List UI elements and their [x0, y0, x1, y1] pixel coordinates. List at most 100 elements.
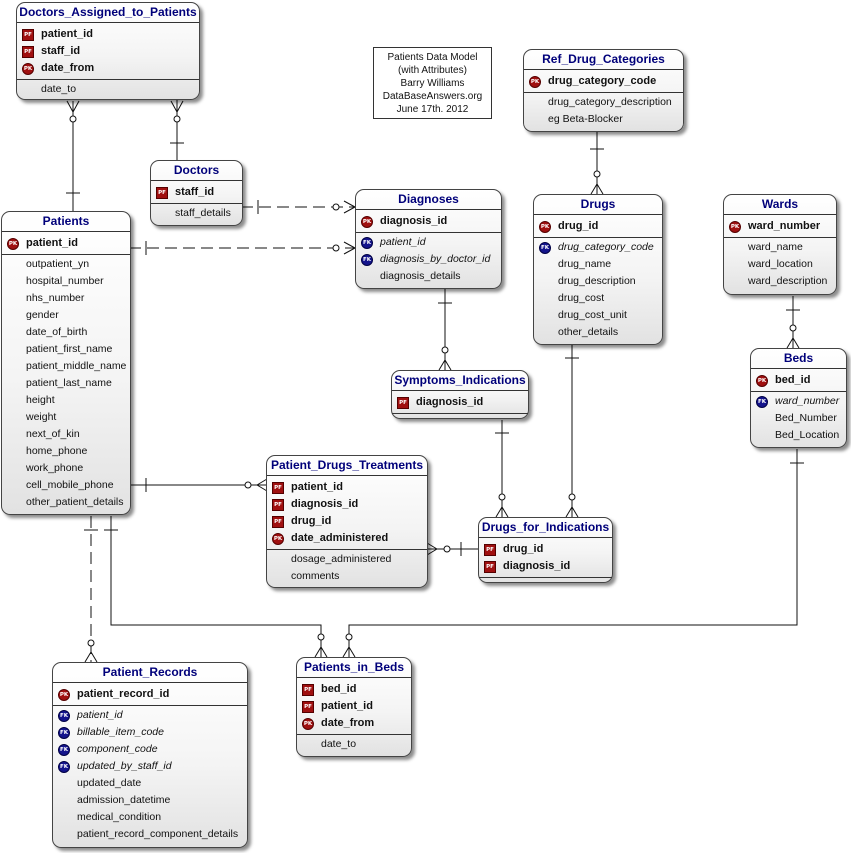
attribute-name: drug_cost_unit — [558, 309, 627, 321]
attribute-name: nhs_number — [26, 292, 85, 304]
foreign-key-icon: FK — [58, 710, 70, 722]
attribute-row-dosage-administered: dosage_administered — [267, 551, 427, 568]
attribute-name: billable_item_code — [77, 726, 164, 738]
note-line: Patients Data Model — [387, 52, 478, 63]
attribute-name: diagnosis_id — [416, 396, 484, 408]
key-separator — [751, 391, 846, 392]
attribute-name: height — [26, 394, 55, 406]
attribute-name: next_of_kin — [26, 428, 80, 440]
primary-foreign-key-icon: PF — [22, 29, 34, 41]
attribute-row-ward-description: ward_description — [724, 273, 836, 290]
primary-key-icon: PK — [756, 375, 768, 387]
attribute-name: patient_id — [291, 481, 343, 493]
note-line: DataBaseAnswers.org — [382, 91, 483, 102]
primary-foreign-key-icon: PF — [484, 544, 496, 556]
attribute-row-comments: comments — [267, 568, 427, 585]
primary-foreign-key-icon: PF — [272, 499, 284, 511]
attribute-name: date_to — [41, 83, 77, 95]
primary-foreign-key-icon: PF — [302, 701, 314, 713]
attribute-name: medical_condition — [77, 811, 162, 823]
rel-patients-pib — [110, 516, 322, 657]
foreign-key-icon: FK — [58, 744, 70, 756]
attribute-name: admission_datetime — [77, 794, 171, 806]
attribute-row-drug-description: drug_description — [534, 273, 662, 290]
foreign-key-icon: FK — [361, 237, 373, 249]
attribute-name: drug_category_code — [558, 241, 654, 253]
attribute-row-diagnosis-details: diagnosis_details — [356, 268, 501, 285]
attribute-name: patient_id — [26, 237, 78, 249]
primary-foreign-key-icon: PF — [156, 187, 168, 199]
attribute-name: cell_mobile_phone — [26, 479, 114, 491]
attribute-row-diagnosis-id: PF diagnosis_id — [392, 394, 528, 411]
key-separator — [392, 413, 528, 414]
primary-foreign-key-icon: PF — [484, 561, 496, 573]
attribute-name: updated_date — [77, 777, 142, 789]
attribute-row-bed-location: Bed_Location — [751, 427, 846, 444]
foreign-key-icon: FK — [756, 396, 768, 408]
attribute-row-patient-id: PF patient_id — [17, 26, 199, 43]
attribute-row-bed-id: PF bed_id — [297, 681, 411, 698]
attribute-row-other-details: other_details — [534, 324, 662, 341]
entity-title: Patient_Drugs_Treatments — [267, 456, 427, 476]
primary-foreign-key-icon: PF — [272, 516, 284, 528]
attribute-name: patient_middle_name — [26, 360, 127, 372]
attribute-name: date_administered — [291, 532, 389, 544]
attribute-name: diagnosis_id — [291, 498, 359, 510]
primary-foreign-key-icon: PF — [397, 397, 409, 409]
attribute-row-outpatient-yn: outpatient_yn — [2, 256, 130, 273]
key-separator — [17, 79, 199, 80]
primary-key-icon: PK — [539, 221, 551, 233]
attribute-name: other_patient_details — [26, 496, 124, 508]
primary-foreign-key-icon: PF — [302, 684, 314, 696]
key-separator — [479, 577, 612, 578]
attribute-name: bed_id — [321, 683, 357, 695]
attribute-row-cell-mobile-phone: cell_mobile_phone — [2, 477, 130, 494]
attribute-name: drug_cost — [558, 292, 605, 304]
entity-title: Beds — [751, 349, 846, 369]
attribute-name: patient_id — [380, 236, 426, 248]
attribute-name: date_from — [41, 62, 95, 74]
attribute-name: patient_id — [41, 28, 93, 40]
attribute-row-next-of-kin: next_of_kin — [2, 426, 130, 443]
foreign-key-icon: FK — [58, 727, 70, 739]
attribute-row-other-patient-details: other_patient_details — [2, 494, 130, 511]
entity-title: Drugs — [534, 195, 662, 215]
attribute-row-home-phone: home_phone — [2, 443, 130, 460]
key-separator — [297, 734, 411, 735]
attribute-name: drug_category_code — [548, 75, 657, 87]
attribute-name: component_code — [77, 743, 158, 755]
entity-title: Doctors_Assigned_to_Patients — [17, 3, 199, 23]
attribute-row-staff-details: staff_details — [151, 205, 242, 222]
attribute-row-patient-record-component-details: patient_record_component_details — [53, 826, 247, 843]
attribute-name: other_details — [558, 326, 619, 338]
attribute-row-weight: weight — [2, 409, 130, 426]
attribute-row-ward-location: ward_location — [724, 256, 836, 273]
